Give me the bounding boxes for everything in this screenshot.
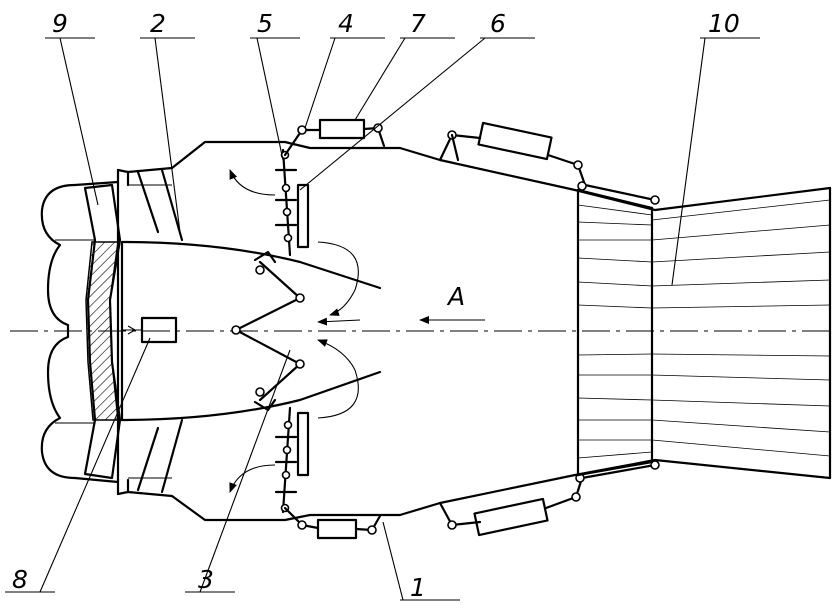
label-8: 8 (12, 565, 28, 594)
duct-casing (116, 166, 184, 498)
fan-blade-9 (83, 183, 122, 480)
actuator-7 (316, 118, 386, 540)
view-label-a: A (446, 282, 465, 311)
label-10: 10 (708, 9, 740, 38)
inlet-section (40, 180, 120, 484)
aft-actuators (438, 121, 660, 537)
label-4: 4 (338, 9, 354, 38)
linkage-4 (283, 125, 322, 530)
label-2: 2 (150, 9, 166, 38)
label-5: 5 (257, 9, 273, 38)
nozzle-petals-10 (576, 188, 831, 477)
label-9: 9 (52, 9, 68, 38)
label-6: 6 (490, 9, 506, 38)
label-1: 1 (410, 573, 426, 602)
part-labels: 9 2 5 4 7 6 10 8 3 1 A (12, 9, 740, 602)
label-3: 3 (198, 565, 214, 594)
flow-arrows (229, 169, 485, 493)
label-7: 7 (410, 9, 426, 38)
center-body (120, 240, 382, 422)
plate-6 (296, 183, 310, 477)
actuator-8 (122, 316, 178, 344)
leader-lines (5, 37, 760, 601)
